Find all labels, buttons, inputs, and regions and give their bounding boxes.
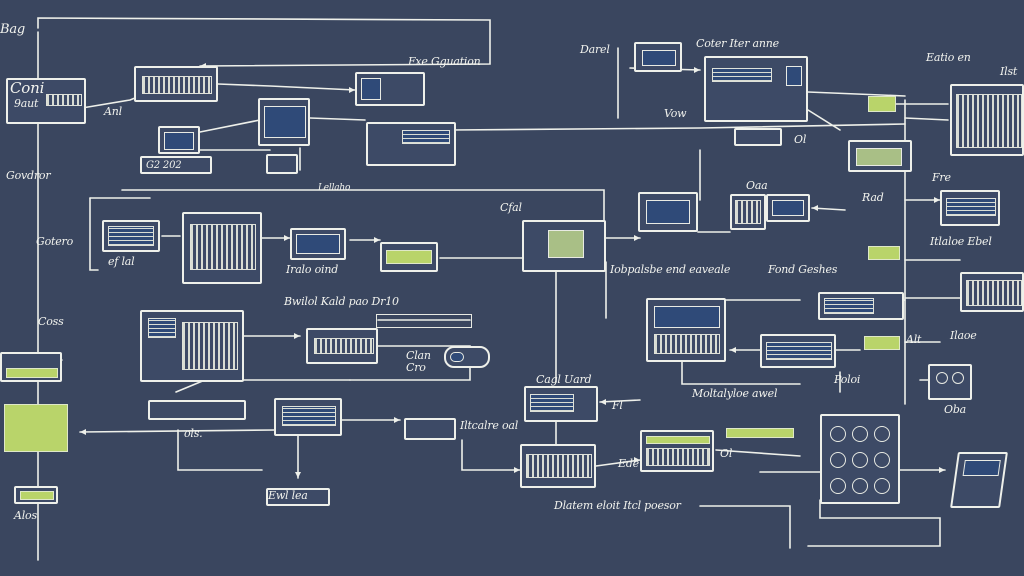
label-left-caption-1: Govdror	[6, 169, 51, 182]
green-module-right	[868, 246, 900, 260]
label-center-left-caption: ols.	[184, 427, 203, 440]
device-strip-mid	[376, 314, 472, 328]
label-bottom-center: Ewl lea	[268, 489, 308, 502]
label-mid-small-1: Clan	[406, 349, 431, 362]
device-screen-mid	[290, 228, 346, 260]
device-kiosk-right	[950, 452, 1008, 508]
label-center-caption-1: Cfal	[500, 201, 522, 214]
label-right-caption-8: Moltalyloe awel	[692, 387, 778, 400]
device-compact-right	[928, 364, 972, 400]
label-center-right-caption: Fond Geshes	[768, 263, 838, 276]
label-right-caption-6: Rad	[862, 191, 884, 204]
label-top-row-4b: Ilst	[1000, 65, 1018, 78]
label-bottom-caption-a: Ede	[618, 457, 639, 470]
device-rack-farright	[960, 272, 1024, 312]
device-unit-mid	[306, 328, 378, 364]
label-top-row-2: Darel	[580, 43, 610, 56]
label-right-caption-4: Itlaloe Ebel	[930, 235, 992, 248]
device-station-top	[704, 56, 808, 122]
label-right-caption-5: Vow	[664, 107, 687, 120]
label-small-a: Anl	[104, 105, 122, 118]
label-right-caption-2: Oaa	[746, 179, 768, 192]
device-pill-mid	[444, 346, 490, 368]
label-left-mid-small: Fl	[612, 399, 623, 412]
label-mid-small-2: Cro	[406, 361, 426, 374]
device-console-center	[640, 430, 714, 472]
label-mid-caption-1: ef lal	[108, 255, 135, 268]
device-tablet-top	[366, 122, 456, 166]
device-keypad-top	[734, 128, 782, 146]
device-small-top	[355, 72, 425, 106]
label-bottom-right-caption: Dlatem eloit Itcl poesor	[554, 499, 681, 512]
label-mid-caption-3: Bwilol Kald pao Dr10	[284, 295, 399, 308]
device-keyboard-left	[140, 156, 212, 174]
device-green-left	[0, 352, 62, 382]
label-far-right: Ilaoe	[950, 329, 977, 342]
device-monitor-top	[258, 98, 310, 146]
device-switch-right	[818, 292, 904, 320]
label-top-row-1: Fxe Gguation	[408, 55, 481, 68]
device-tower-right	[730, 194, 766, 230]
label-center-caption-2: Iltcalre oal	[460, 419, 519, 432]
label-far-right-small: Alt	[906, 333, 922, 346]
device-workstation-mid	[646, 298, 726, 362]
device-mini-left	[266, 154, 298, 174]
device-terminal-center	[522, 220, 606, 272]
device-panel-topleft	[6, 78, 86, 124]
device-display-mid	[274, 398, 342, 436]
device-bottom-center	[266, 488, 330, 506]
device-rack-left	[102, 220, 160, 252]
device-console-left	[158, 126, 200, 154]
label-device-left-sub: 9aut	[14, 97, 39, 110]
label-left-caption-3: Coss	[38, 315, 64, 328]
device-server-right	[950, 84, 1024, 156]
device-cabinet-left	[140, 310, 244, 382]
label-left-small-a: Ol	[794, 133, 807, 146]
label-device-numbers: G2 202	[146, 160, 182, 171]
device-printer-top	[634, 42, 682, 72]
device-router-farright	[940, 190, 1000, 226]
label-right-caption-9: Oba	[944, 403, 967, 416]
green-module-mid	[864, 336, 900, 350]
device-green-display	[848, 140, 912, 172]
label-top-row-4: Eatio en	[926, 51, 971, 64]
label-mid-header: Lellaho	[318, 183, 351, 193]
label-right-caption-7: Poloi	[834, 373, 861, 386]
green-module-top	[868, 96, 896, 112]
device-green-panel	[380, 242, 438, 272]
device-laptop-right	[766, 194, 810, 222]
device-box-center	[524, 386, 598, 422]
label-device-left-header: Coni	[10, 79, 45, 97]
label-bottom-left: Alos	[14, 509, 37, 522]
label-top-row-3: Coter Iter anne	[696, 37, 779, 50]
device-bottom-left	[14, 486, 58, 504]
green-strip-center	[726, 428, 794, 438]
green-panel-left	[4, 404, 68, 452]
device-rack-top	[134, 66, 218, 102]
label-top-left: Bag	[0, 22, 26, 37]
label-left-caption-2: Gotero	[36, 235, 74, 248]
label-device-cj: Cagl Uard	[536, 373, 592, 386]
device-small-mid	[404, 418, 456, 440]
label-right-caption-3: Fre	[932, 171, 951, 184]
device-bar-left	[148, 400, 246, 420]
label-mid-caption-2: Iralo oind	[286, 263, 339, 276]
device-box-lower	[520, 444, 596, 488]
device-switch-left	[182, 212, 262, 284]
device-cabinet-right	[820, 414, 900, 504]
label-bottom-caption-b: Ol	[720, 447, 733, 460]
label-mid-center-caption: Iobpalsbe end eaveale	[610, 263, 731, 276]
device-panel-right-mid	[760, 334, 836, 368]
device-monitor-center-right	[638, 192, 698, 232]
